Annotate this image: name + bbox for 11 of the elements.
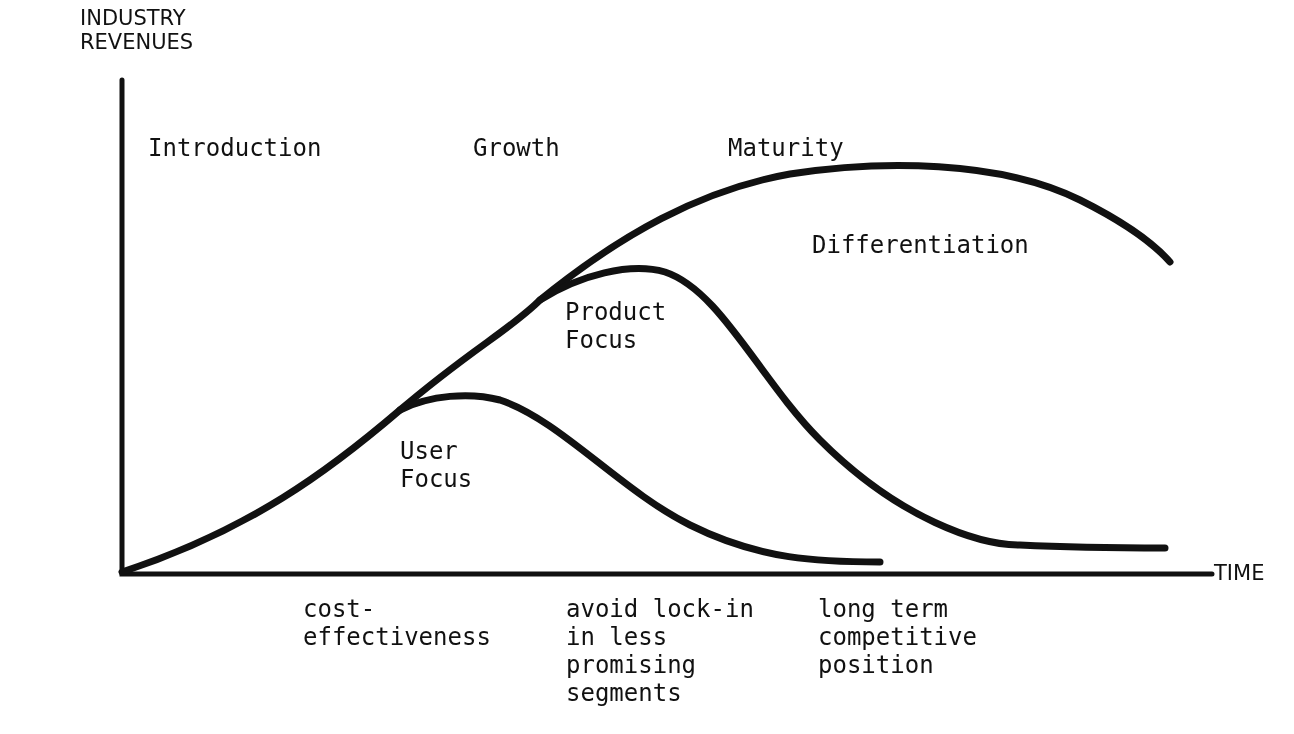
phase-label: Maturity — [728, 134, 844, 162]
axis-label: TIME — [1214, 561, 1265, 585]
note-text: cost- effectiveness — [303, 595, 492, 651]
strategy-label: Differentiation — [812, 231, 1029, 259]
note-text: avoid lock-in in less promising segments — [566, 595, 755, 707]
phase-label: Growth — [473, 134, 560, 162]
axis-label: INDUSTRY REVENUES — [80, 6, 195, 54]
strategy-label: User Focus — [400, 437, 474, 493]
note-text: long term competitive position — [818, 595, 978, 679]
strategy-label: Product Focus — [565, 298, 668, 354]
phase-label: Introduction — [148, 134, 322, 162]
